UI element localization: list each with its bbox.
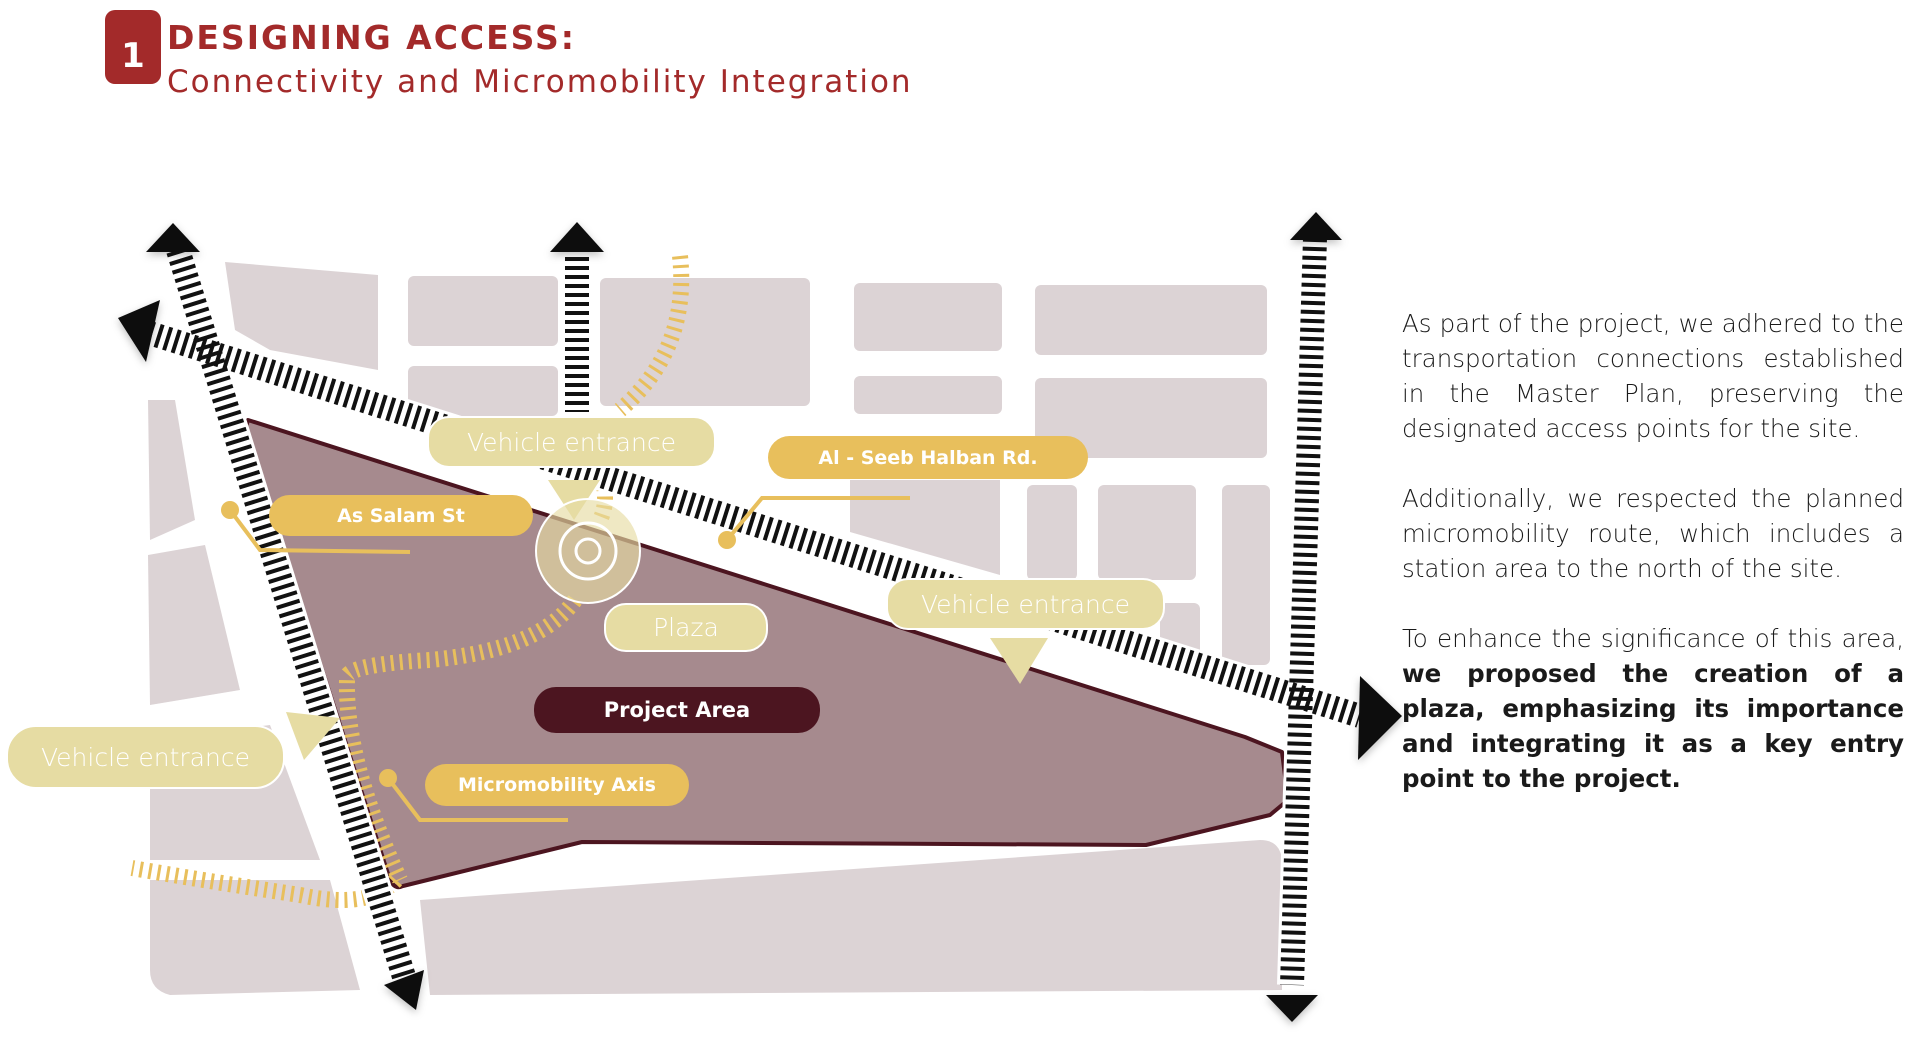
- entrance-marker-east-icon: [990, 638, 1048, 684]
- label-vehicle-entrance-east: Vehicle entrance: [886, 578, 1165, 630]
- leader-lines: [228, 496, 910, 822]
- arrow-west-icon: [118, 300, 160, 362]
- section-number-badge: 1: [105, 10, 161, 84]
- label-plaza: Plaza: [604, 603, 768, 652]
- description-paragraph-1: As part of the project, we adhered to th…: [1402, 309, 1904, 443]
- arrow-north-left-icon: [146, 223, 200, 252]
- label-as-salam-st: As Salam St: [269, 495, 533, 536]
- arrow-south-left-icon: [384, 970, 424, 1010]
- arrow-south-right-icon: [1266, 995, 1318, 1022]
- description-p3-intro: To enhance the significance of this area…: [1402, 624, 1904, 653]
- arrow-east-icon: [1358, 676, 1402, 760]
- label-vehicle-entrance-west: Vehicle entrance: [6, 725, 285, 789]
- arrow-north-center-icon: [550, 222, 604, 252]
- page-title: DESIGNING ACCESS:: [167, 18, 576, 57]
- arrow-north-right-icon: [1290, 212, 1342, 240]
- roads: [118, 212, 1402, 1022]
- description-p3-bold: we proposed the creation of a plaza, emp…: [1402, 659, 1904, 793]
- entrance-marker-west-icon: [286, 712, 340, 760]
- description-paragraph-3: To enhance the significance of this area…: [1402, 621, 1904, 796]
- plaza-icon: [535, 498, 641, 604]
- leader-dots: [221, 501, 736, 787]
- label-micromobility-axis: Micromobility Axis: [425, 764, 689, 806]
- page-subtitle: Connectivity and Micromobility Integrati…: [167, 64, 913, 100]
- description: As part of the project, we adhered to th…: [1402, 306, 1904, 831]
- label-project-area: Project Area: [534, 687, 820, 733]
- description-paragraph-2: Additionally, we respected the planned m…: [1402, 484, 1904, 583]
- label-al-seeb-halban-rd: Al - Seeb Halban Rd.: [768, 436, 1088, 479]
- label-vehicle-entrance-north: Vehicle entrance: [427, 416, 716, 468]
